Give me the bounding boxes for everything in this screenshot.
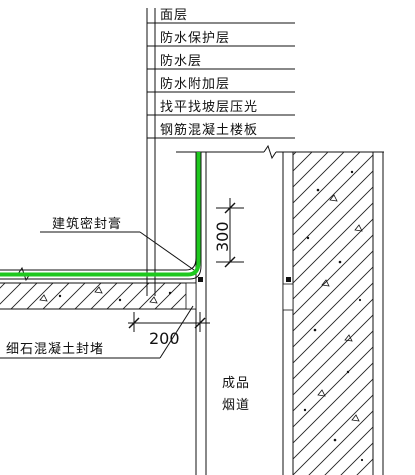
dimension-upturn: 300	[213, 198, 244, 268]
layer-label-additional: 防水附加层	[160, 76, 230, 92]
dimension-200-text: 200	[149, 329, 180, 348]
flue-label-line1: 成品	[222, 376, 250, 391]
callout-concrete-seal-text: 细石混凝土封堵	[6, 341, 104, 357]
layer-label-stack: 面层 防水保护层 防水层 防水附加层 找平找坡层压光 钢筋混凝土楼板	[146, 8, 295, 296]
layer-label-protection: 防水保护层	[160, 30, 230, 46]
dimension-300-text: 300	[213, 221, 232, 252]
dimension-fill: 200	[128, 312, 210, 348]
layer-label-surface: 面层	[160, 8, 188, 23]
flue-shaft: 成品 烟道	[176, 144, 384, 475]
layer-label-waterproof: 防水层	[160, 53, 202, 69]
callout-sealant: 建筑密封膏	[40, 216, 195, 271]
waterproof-membrane	[0, 152, 202, 280]
floor-slab	[0, 266, 197, 310]
callout-sealant-text: 建筑密封膏	[52, 216, 122, 232]
flue-label-line2: 烟道	[222, 398, 250, 413]
layer-label-slab: 钢筋混凝土楼板	[160, 122, 258, 138]
callout-concrete-seal: 细石混凝土封堵	[0, 305, 194, 359]
layer-label-leveling: 找平找坡层压光	[160, 100, 258, 115]
